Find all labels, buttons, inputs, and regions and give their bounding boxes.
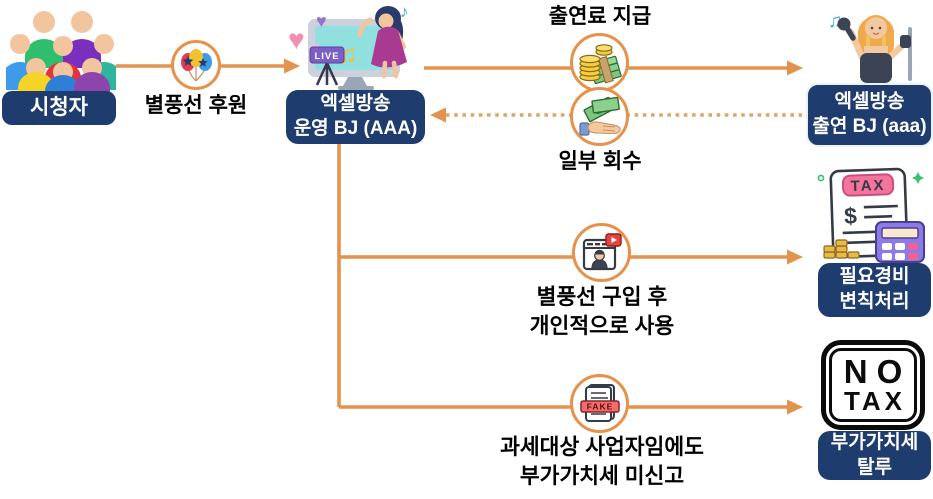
host-bj-line2: 운영 BJ (AAA) bbox=[293, 118, 418, 139]
host-bj-line1: 엑셀방송 bbox=[320, 93, 391, 115]
tax-banner: TAX bbox=[850, 177, 885, 195]
expense-line1: 필요경비 bbox=[839, 266, 910, 288]
no-tax-line1: NO bbox=[843, 352, 912, 390]
hand-cash-icon bbox=[570, 87, 629, 146]
tax-document-calculator-icon: TAX $ ♪ bbox=[812, 166, 932, 265]
no-tax-stamp-icon: NO TAX bbox=[821, 340, 925, 430]
vat-evasion-line1: 부가가치세 bbox=[830, 431, 919, 453]
viewers-label: 시청자 bbox=[30, 96, 88, 120]
personal-use-line1: 별풍선 구입 후 bbox=[536, 285, 668, 309]
singer-icon: ♫ bbox=[818, 1, 924, 85]
coins-icon bbox=[823, 239, 860, 259]
streamer-window-icon bbox=[572, 223, 631, 282]
live-badge: LIVE bbox=[314, 51, 339, 62]
dollar-sign: $ bbox=[844, 202, 858, 228]
recovery-label: 일부 회수 bbox=[558, 150, 642, 173]
vat-evasion-box: 부가가치세 탈루 bbox=[818, 431, 931, 480]
crowd-icon bbox=[6, 6, 116, 92]
heart-icon: ♥ bbox=[288, 24, 305, 55]
personal-use-line2: 개인적으로 사용 bbox=[529, 313, 675, 338]
personal-use-label: 별풍선 구입 후 개인적으로 사용 bbox=[495, 283, 709, 340]
vat-evasion-line2: 탈루 bbox=[857, 456, 892, 478]
no-vat-report-line1: 과세대상 사업자임에도 bbox=[500, 435, 704, 459]
music-note-icon: ♪ bbox=[400, 2, 409, 21]
no-vat-report-label: 과세대상 사업자임에도 부가가치세 미신고 bbox=[478, 433, 726, 490]
heart-icon: ♥ bbox=[316, 11, 327, 31]
tripod-icon bbox=[315, 62, 339, 86]
fake-document-icon: FAKE bbox=[570, 374, 629, 433]
no-vat-report-line2: 부가가치세 미신고 bbox=[519, 463, 685, 488]
live-streamer-icon: ♫ ♥ ♥ ♥ LIVE ♪ bbox=[286, 1, 422, 91]
guest-bj-line1: 엑셀방송 bbox=[834, 91, 905, 113]
coins-cash-icon bbox=[570, 33, 629, 92]
guest-bj-box: 엑셀방송 출연 BJ (aaa) bbox=[806, 83, 933, 147]
star-balloon-icon: ♫ bbox=[171, 40, 221, 90]
guest-bj-line2: 출연 BJ (aaa) bbox=[812, 116, 927, 137]
host-bj-box: 엑셀방송 운영 BJ (AAA) bbox=[286, 90, 425, 144]
calculator-icon bbox=[875, 221, 925, 263]
expense-box: 필요경비 변칙처리 bbox=[818, 263, 931, 317]
no-tax-line2: TAX bbox=[843, 385, 907, 416]
expense-line2: 변칙처리 bbox=[839, 291, 910, 312]
viewers-box: 시청자 bbox=[2, 91, 116, 125]
donation-label: 별풍선 후원 bbox=[144, 94, 248, 117]
fee-label: 출연료 지급 bbox=[548, 5, 652, 28]
fake-banner: FAKE bbox=[586, 401, 613, 411]
